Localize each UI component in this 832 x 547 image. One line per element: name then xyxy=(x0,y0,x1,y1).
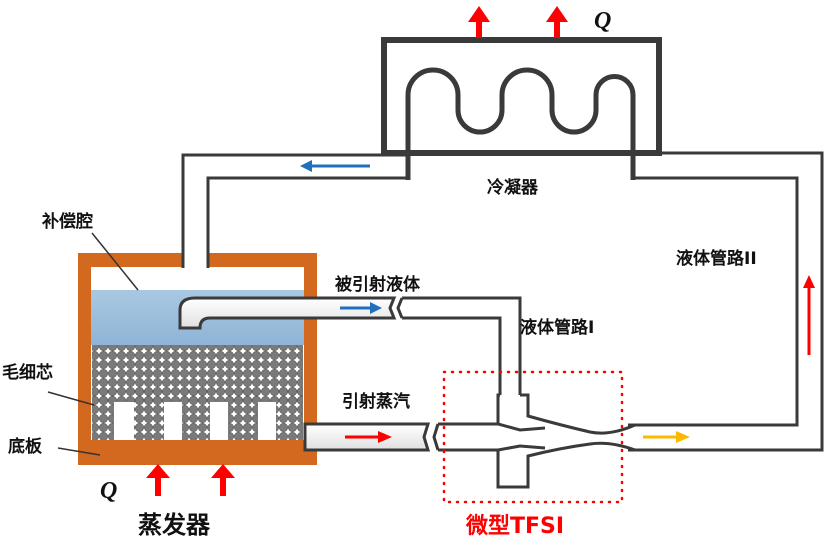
base-plate-label: 底板 xyxy=(8,436,43,457)
tfsi-label: 微型TFSI xyxy=(465,513,564,539)
up-arrow-icon xyxy=(546,6,568,38)
ejected-liquid-label: 被引射液体 xyxy=(335,274,421,295)
wick-label: 毛细芯 xyxy=(2,362,53,383)
capillary-wick xyxy=(92,345,303,390)
up-arrow-icon xyxy=(146,464,170,496)
evaporator xyxy=(78,253,317,465)
vapor-line xyxy=(303,422,498,452)
evaporator-label: 蒸发器 xyxy=(138,511,211,539)
liquid-line-1-label: 液体管路I xyxy=(520,317,594,338)
condenser-label: 冷凝器 xyxy=(487,177,539,198)
wick-columns xyxy=(92,390,303,440)
up-arrow-icon xyxy=(211,464,235,496)
heat-in-arrows xyxy=(146,464,235,496)
liquid-line-2-label: 液体管路II xyxy=(676,248,757,269)
heat-out-label: Q xyxy=(594,8,611,34)
liquid-line-2 xyxy=(628,151,824,452)
tfsi-highlight-box xyxy=(442,370,624,504)
heat-out-arrows xyxy=(468,6,568,38)
condenser-coil xyxy=(405,67,636,180)
heat-in-label: Q xyxy=(100,478,117,504)
motive-vapor-label: 引射蒸汽 xyxy=(342,391,410,412)
condenser xyxy=(381,37,662,180)
liquid-line-1 xyxy=(178,296,522,395)
tfsi-ejector xyxy=(442,370,690,504)
compensation-chamber-label: 补偿腔 xyxy=(41,211,93,232)
up-arrow-icon xyxy=(468,6,490,38)
